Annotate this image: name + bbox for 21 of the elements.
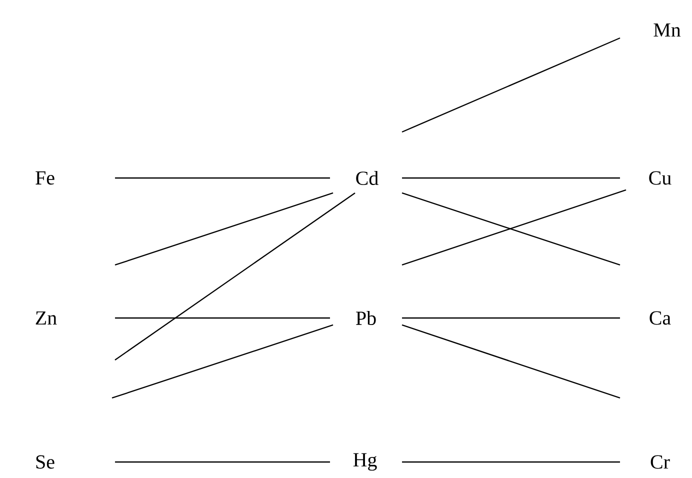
connector-line	[402, 324, 620, 399]
connector-line	[115, 317, 330, 319]
connector-line	[114, 192, 356, 360]
element-label: Fe	[36, 171, 54, 185]
element-label: Pb	[356, 310, 376, 326]
element-label: Cd	[356, 170, 378, 186]
connector-line	[402, 461, 620, 463]
element-label: Cu	[649, 171, 672, 185]
connector-line	[402, 317, 620, 319]
element-label: Hg	[353, 453, 377, 471]
connector-line	[402, 37, 620, 133]
element-label: Mn	[654, 23, 681, 37]
connector-line	[402, 177, 620, 179]
connector-line	[114, 192, 334, 266]
element-label: Ca	[650, 311, 671, 325]
element-label: Se	[36, 455, 54, 469]
connector-line	[115, 177, 330, 179]
connector-line	[112, 324, 334, 399]
connector-line	[115, 461, 330, 463]
element-label: Cr	[650, 455, 670, 469]
element-label: Zn	[36, 311, 57, 325]
